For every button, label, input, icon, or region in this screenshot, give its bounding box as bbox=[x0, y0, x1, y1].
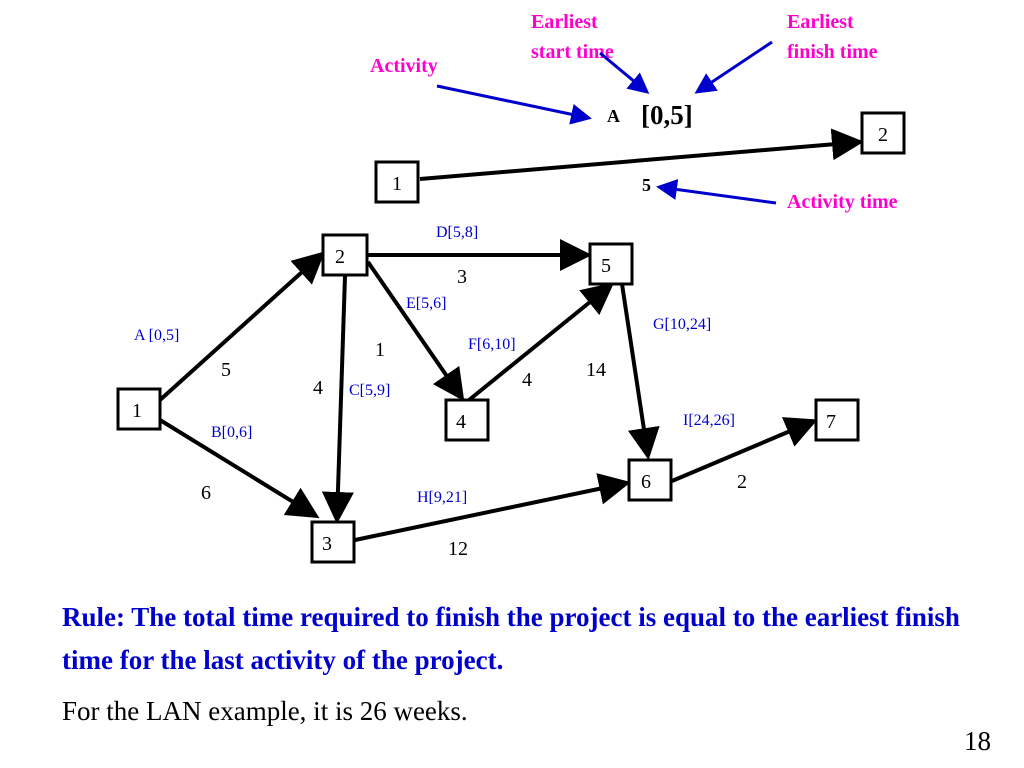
edge-a-label: A [0,5] bbox=[134, 327, 179, 344]
node-1: 1 bbox=[116, 387, 162, 431]
legend-activity-name: A bbox=[607, 106, 620, 126]
edge-f-label: F[6,10] bbox=[468, 336, 516, 353]
page-number: 18 bbox=[964, 726, 991, 756]
svg-text:5: 5 bbox=[601, 255, 611, 277]
svg-text:1: 1 bbox=[392, 173, 402, 195]
edge-b-label: B[0,6] bbox=[211, 424, 252, 441]
legend-edge bbox=[419, 128, 864, 181]
edge-e-duration: 1 bbox=[375, 339, 385, 361]
edge-g-label: G[10,24] bbox=[653, 316, 711, 333]
edge-h-label: H[9,21] bbox=[417, 489, 467, 506]
legend: Earliest start time Earliest finish time… bbox=[370, 11, 906, 213]
edge-e bbox=[366, 260, 465, 402]
lan-example-text: For the LAN example, it is 26 weeks. bbox=[62, 696, 468, 726]
edge-e-label: E[5,6] bbox=[406, 295, 446, 312]
edge-i-duration: 2 bbox=[737, 471, 747, 493]
edge-g bbox=[620, 283, 660, 460]
edge-h bbox=[354, 473, 631, 542]
edge-a-duration: 5 bbox=[221, 359, 231, 381]
callout-activity-time-arrow bbox=[656, 179, 777, 205]
rule-text: Rule: The total time required to finish … bbox=[62, 602, 960, 675]
edge-h-duration: 12 bbox=[448, 538, 468, 560]
activity-time-caption: Activity time bbox=[787, 191, 898, 213]
edge-i-label: I[24,26] bbox=[683, 412, 735, 429]
edge-d-label: D[5,8] bbox=[436, 224, 478, 241]
node-7: 7 bbox=[814, 398, 860, 442]
edge-c-duration: 4 bbox=[313, 377, 323, 399]
edge-g-duration: 14 bbox=[586, 359, 606, 381]
node-4: 4 bbox=[444, 398, 490, 442]
edge-a bbox=[158, 251, 325, 402]
node-6: 6 bbox=[627, 458, 673, 502]
legend-activity-duration: 5 bbox=[642, 175, 651, 195]
edge-i bbox=[671, 417, 818, 483]
callout-earliest-start-arrow bbox=[599, 51, 650, 94]
node-2: 2 bbox=[321, 233, 369, 277]
network: A [0,5] B[0,6] C[5,9] D[5,8] E[5,6] F[6,… bbox=[116, 224, 860, 564]
node-3: 3 bbox=[310, 520, 356, 564]
activity-caption: Activity bbox=[370, 55, 438, 77]
earliest-start-caption: Earliest start time bbox=[531, 11, 614, 63]
legend-activity-bracket: [0,5] bbox=[641, 100, 693, 130]
node-5: 5 bbox=[588, 242, 634, 286]
svg-text:4: 4 bbox=[456, 411, 466, 433]
edge-f-duration: 4 bbox=[522, 369, 532, 391]
callout-activity-arrow bbox=[436, 84, 592, 125]
callout-earliest-finish-arrow bbox=[694, 40, 773, 94]
edge-f bbox=[467, 282, 615, 402]
svg-text:2: 2 bbox=[878, 124, 888, 146]
earliest-finish-caption: Earliest finish time bbox=[787, 11, 878, 63]
edge-b-duration: 6 bbox=[201, 482, 211, 504]
edge-b bbox=[158, 418, 320, 519]
svg-text:2: 2 bbox=[335, 246, 345, 268]
legend-node-from: 1 bbox=[374, 160, 420, 204]
edge-c bbox=[321, 275, 354, 524]
svg-text:3: 3 bbox=[322, 533, 332, 555]
legend-node-to: 2 bbox=[860, 111, 906, 155]
edge-c-label: C[5,9] bbox=[349, 382, 390, 399]
svg-text:6: 6 bbox=[641, 471, 651, 493]
svg-text:1: 1 bbox=[132, 400, 142, 422]
svg-text:7: 7 bbox=[826, 411, 836, 433]
edge-d-duration: 3 bbox=[457, 266, 467, 288]
